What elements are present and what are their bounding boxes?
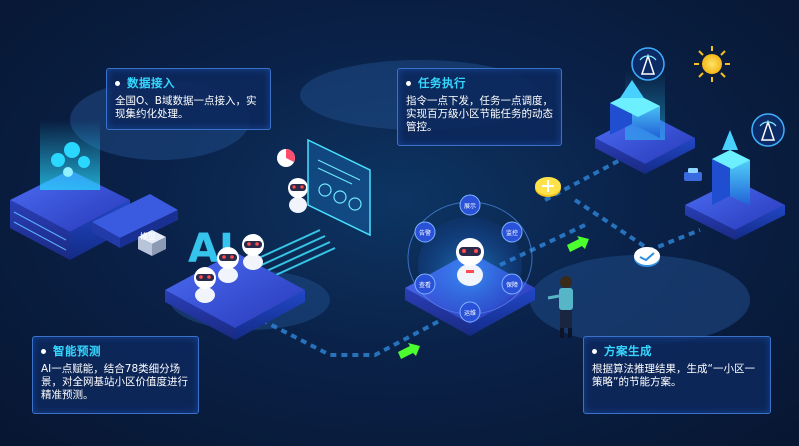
sun-icon (694, 46, 730, 82)
pie-chart-icon (277, 149, 295, 167)
arrow-green-icon (398, 343, 420, 359)
cloud-data-icon (51, 142, 90, 177)
robot-icon (288, 178, 308, 213)
card-description: 全国O、B域数据一点接入，实现集约化处理。 (115, 95, 257, 120)
signal-tower-icon (631, 47, 665, 81)
arrow-green-icon (567, 236, 589, 252)
robot-icon (242, 234, 264, 270)
city-platform-lower (685, 180, 785, 240)
bullet-dot (592, 348, 597, 354)
presenter-figure (547, 276, 573, 338)
orbit-node: 监控 (501, 221, 523, 243)
plus-coin-icon (535, 177, 561, 197)
bullet-dot (115, 80, 120, 86)
card-title: 智能预测 (53, 344, 101, 358)
model-box-label: 模型 (140, 231, 156, 241)
orbit-label: 运维 (464, 309, 476, 317)
card-data-access: 数据接入 全国O、B域数据一点接入，实现集约化处理。 (106, 68, 271, 130)
model-box: 模型 (138, 230, 166, 256)
card-task-exec: 任务执行 指令一点下发，任务一点调度，实现百万级小区节能任务的动态管控。 (397, 68, 562, 146)
card-description: AI一点赋能，结合78类细分场景，对全网基站小区价值度进行精准预测。 (41, 363, 188, 401)
orbit-node: 运维 (459, 301, 481, 323)
orbit-node: 展示 (459, 194, 481, 216)
card-description: 指令一点下发，任务一点调度，实现百万级小区节能任务的动态管控。 (406, 95, 553, 133)
orbit-label: 查看 (419, 281, 431, 289)
robot-icon (194, 267, 216, 303)
card-title: 数据接入 (127, 76, 175, 90)
conveyor-belt (92, 194, 178, 248)
orbit-label: 展示 (464, 203, 476, 210)
hologram-screen (307, 138, 371, 237)
robot-icon (456, 238, 484, 286)
car-icon (684, 168, 702, 181)
data-lines (249, 229, 336, 281)
card-plan: 方案生成 根据算法推理结果，生成“一小区一策略”的节能方案。 (583, 336, 771, 414)
skyscraper-icon (712, 130, 750, 206)
card-title: 方案生成 (604, 344, 652, 358)
orbit-node: 查看 (414, 273, 436, 295)
robot-icon (217, 247, 239, 283)
card-description: 根据算法推理结果，生成“一小区一策略”的节能方案。 (592, 363, 755, 388)
card-predict: 智能预测 AI一点赋能，结合78类细分场景，对全网基站小区价值度进行精准预测。 (32, 336, 199, 414)
orbit-label: 保障 (506, 281, 518, 289)
orbit-node: 告警 (414, 221, 436, 243)
card-title: 任务执行 (418, 76, 466, 90)
building-icon (610, 80, 660, 138)
bullet-dot (406, 80, 411, 86)
orbit-label: 告警 (419, 229, 431, 237)
check-coin-icon (634, 247, 660, 267)
orbit-label: 监控 (506, 229, 518, 237)
bullet-dot (41, 348, 46, 354)
signal-tower-icon (751, 113, 785, 147)
orbit-node: 保障 (501, 273, 523, 295)
